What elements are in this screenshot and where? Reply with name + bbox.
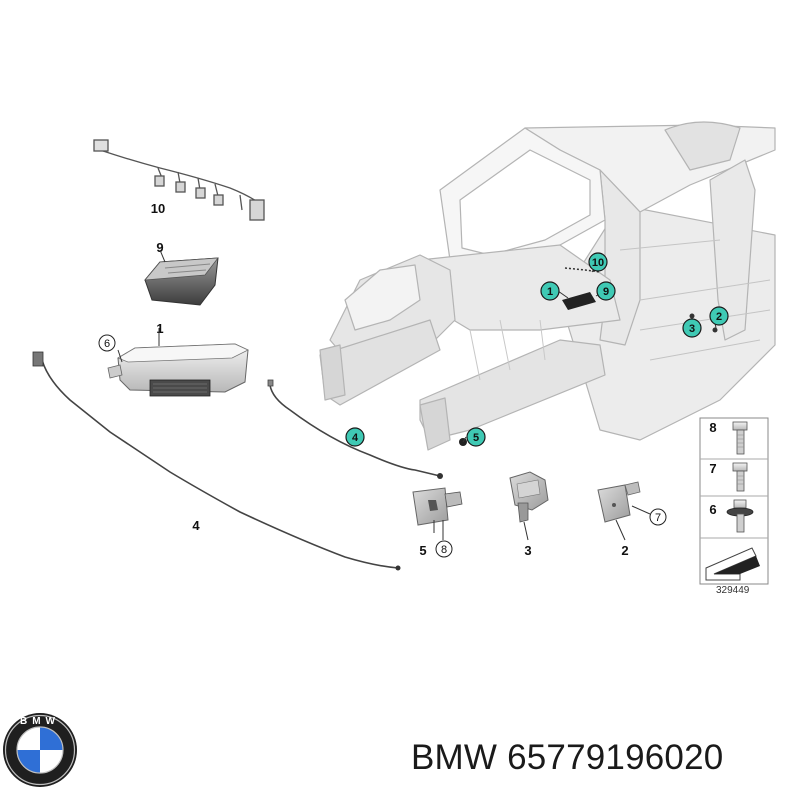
circled-part-8: 8 bbox=[435, 540, 453, 558]
crash-sensor-on-car bbox=[562, 292, 596, 310]
brand-name: BMW bbox=[411, 738, 498, 777]
car-callouts: 1 2 3 4 5 9 10 bbox=[345, 252, 729, 447]
circled-part-7: 7 bbox=[649, 508, 667, 526]
part-leader-lines bbox=[117, 249, 651, 541]
legend-label-hw-6: 6 bbox=[709, 502, 716, 517]
part-10-wiring-harness bbox=[93, 139, 265, 221]
callout-label-car-2: 2 bbox=[716, 311, 722, 323]
hardware-legend-box bbox=[699, 417, 769, 585]
callout-car-4: 4 bbox=[345, 427, 365, 447]
part-9-module bbox=[144, 257, 219, 306]
part-3-sensor bbox=[509, 471, 549, 523]
bmw-logo: BMW bbox=[3, 713, 77, 787]
callout-car-2: 2 bbox=[709, 306, 729, 326]
part-number: 65779196020 bbox=[507, 738, 724, 777]
circled-label-part-8: 8 bbox=[441, 544, 447, 556]
circled-label-part-6: 6 bbox=[104, 338, 110, 350]
callout-label-car-3: 3 bbox=[689, 323, 695, 335]
callout-label-car-5: 5 bbox=[473, 432, 479, 444]
cable-4-on-car bbox=[269, 384, 441, 477]
arrow-icon bbox=[705, 547, 760, 581]
bolt-7-icon bbox=[732, 462, 748, 492]
screw-dot-3-on-car bbox=[689, 313, 695, 319]
harness-line-on-car bbox=[564, 267, 601, 273]
label-part-9: 9 bbox=[156, 240, 163, 255]
label-part-4: 4 bbox=[192, 518, 200, 533]
callout-car-1: 1 bbox=[540, 281, 560, 301]
part-4-cable bbox=[32, 351, 401, 571]
car-body-structure bbox=[319, 121, 776, 451]
label-part-2: 2 bbox=[621, 543, 628, 558]
part-2-bracket bbox=[597, 481, 641, 523]
callout-label-car-9: 9 bbox=[603, 286, 609, 298]
label-part-5: 5 bbox=[419, 543, 426, 558]
circled-part-6: 6 bbox=[98, 334, 116, 352]
bmw-logo-letters: BMW bbox=[20, 716, 60, 727]
label-part-1: 1 bbox=[156, 321, 163, 336]
legend-label-hw-7: 7 bbox=[709, 461, 716, 476]
label-part-10: 10 bbox=[151, 201, 165, 216]
bolt-6-icon bbox=[726, 499, 754, 533]
bolt-8-icon bbox=[732, 421, 748, 455]
label-part-3: 3 bbox=[524, 543, 531, 558]
callout-car-10: 10 bbox=[588, 252, 608, 272]
callout-label-car-1: 1 bbox=[547, 286, 553, 298]
part-caption: BMW 65779196020 bbox=[411, 738, 723, 778]
screw-dot-2-on-car bbox=[712, 327, 718, 333]
callout-car-5: 5 bbox=[466, 427, 486, 447]
cable-4-connector bbox=[267, 379, 274, 387]
part-5-sensor bbox=[412, 487, 463, 526]
diagram-number: 329449 bbox=[716, 585, 750, 596]
callout-car-3: 3 bbox=[682, 318, 702, 338]
callout-label-car-4: 4 bbox=[352, 432, 359, 444]
part-1-control-unit bbox=[107, 343, 249, 397]
circled-labels: 6 8 7 bbox=[98, 334, 667, 558]
circled-label-part-7: 7 bbox=[655, 512, 661, 524]
legend-label-hw-8: 8 bbox=[709, 420, 716, 435]
cable-4-end bbox=[437, 473, 443, 479]
callout-car-9: 9 bbox=[596, 281, 616, 301]
part-labels: 10 9 1 4 5 3 2 8 7 6 bbox=[151, 201, 717, 558]
callout-label-car-10: 10 bbox=[592, 257, 604, 269]
